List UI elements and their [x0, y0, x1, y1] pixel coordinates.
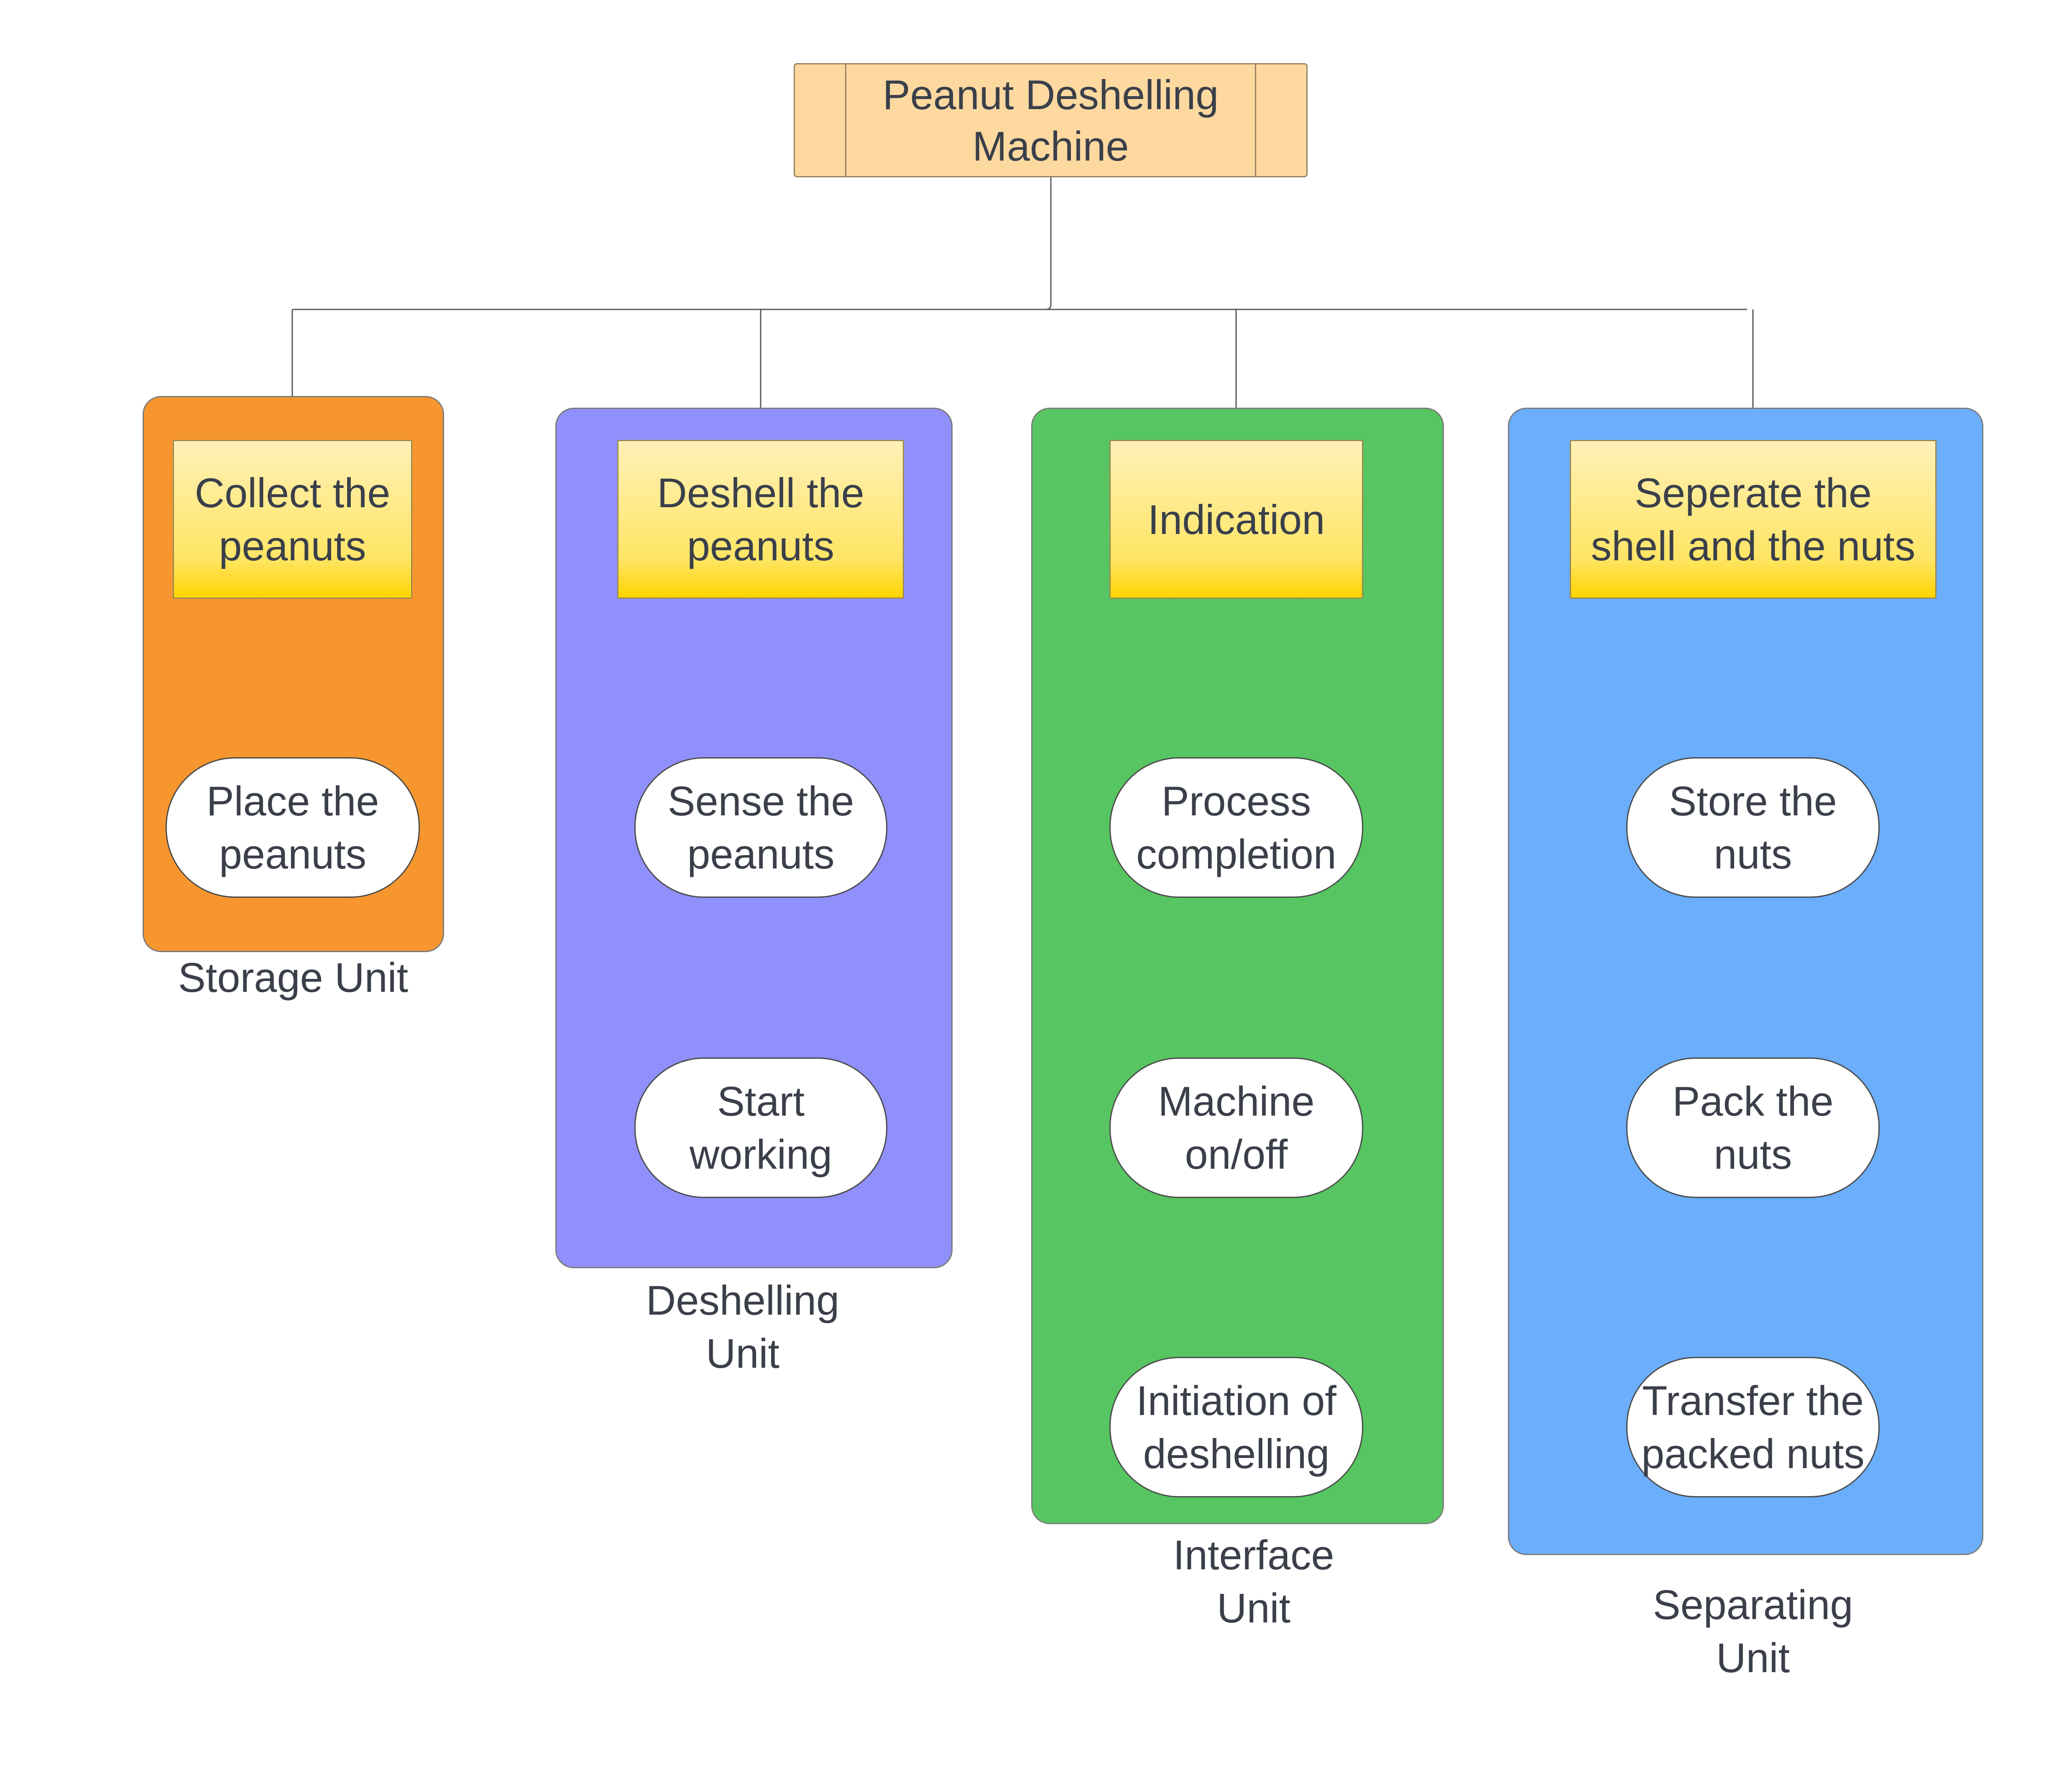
- store-nuts-label: Store the nuts: [1669, 778, 1837, 877]
- pack-nuts-label: Pack the nuts: [1672, 1078, 1834, 1178]
- machine-on-off-label: Machine on/off: [1158, 1078, 1315, 1178]
- store-nuts-node[interactable]: Store the nuts: [1626, 757, 1880, 898]
- initiation-deshelling-label: Initiation of deshelling: [1136, 1377, 1336, 1477]
- sense-peanuts-node[interactable]: Sense the peanuts: [634, 757, 887, 898]
- machine-on-off-node[interactable]: Machine on/off: [1109, 1057, 1363, 1198]
- start-working-label: Start working: [689, 1078, 833, 1178]
- transfer-packed-nuts-label: Transfer the packed nuts: [1641, 1377, 1865, 1477]
- pack-nuts-node[interactable]: Pack the nuts: [1626, 1057, 1880, 1198]
- deshelling-unit-caption: Deshelling Unit: [646, 1277, 840, 1377]
- indication-node[interactable]: Indication: [1109, 440, 1363, 599]
- deshell-peanuts-node[interactable]: Deshell the peanuts: [617, 440, 904, 599]
- sense-peanuts-label: Sense the peanuts: [667, 778, 854, 877]
- transfer-packed-nuts-node[interactable]: Transfer the packed nuts: [1626, 1357, 1880, 1497]
- collect-peanuts-label: Collect the peanuts: [194, 470, 391, 569]
- initiation-deshelling-node[interactable]: Initiation of deshelling: [1109, 1357, 1363, 1497]
- separate-shell-nuts-label: Seperate the shell and the nuts: [1591, 470, 1916, 569]
- deshell-peanuts-label: Deshell the peanuts: [657, 470, 864, 569]
- root-stem-line: [1045, 177, 1052, 310]
- collect-peanuts-node[interactable]: Collect the peanuts: [173, 440, 412, 599]
- storage-unit-caption: Storage Unit: [178, 954, 409, 1001]
- indication-label: Indication: [1147, 496, 1325, 543]
- place-peanuts-node[interactable]: Place the peanuts: [166, 757, 420, 898]
- interface-unit-caption: Interface Unit: [1173, 1532, 1334, 1631]
- place-peanuts-label: Place the peanuts: [206, 778, 379, 877]
- start-working-node[interactable]: Start working: [634, 1057, 887, 1198]
- separating-unit-caption: Separating Unit: [1653, 1581, 1853, 1681]
- process-completion-label: Process completion: [1136, 778, 1336, 877]
- root-node[interactable]: Peanut Deshelling Machine: [794, 63, 1308, 177]
- root-label: Peanut Deshelling Machine: [882, 71, 1219, 169]
- process-completion-node[interactable]: Process completion: [1109, 757, 1363, 898]
- separate-shell-nuts-node[interactable]: Seperate the shell and the nuts: [1570, 440, 1937, 599]
